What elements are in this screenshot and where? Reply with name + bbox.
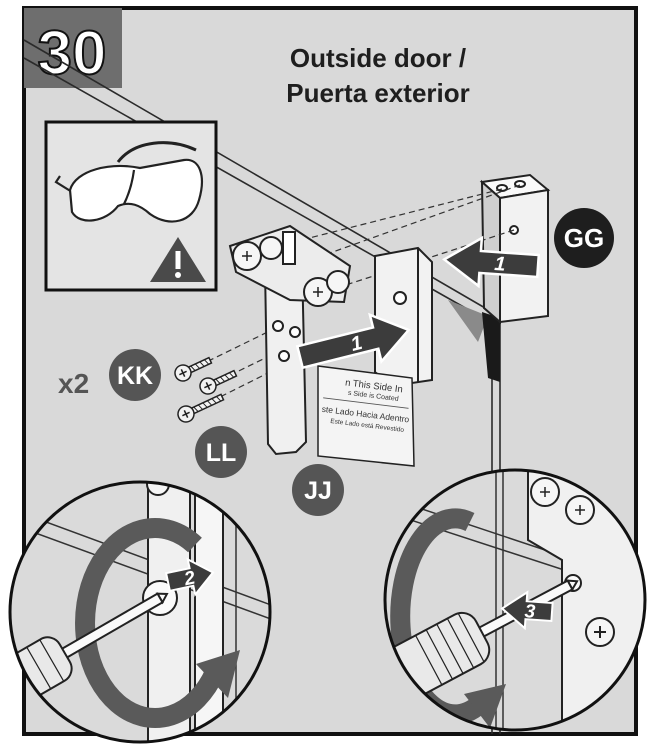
arrow-shape bbox=[500, 590, 554, 631]
screwdriver-grip bbox=[415, 612, 485, 686]
part-label-ll: LL bbox=[195, 426, 247, 478]
arrow-step-number: 2 bbox=[181, 567, 197, 590]
warning-dot bbox=[175, 272, 181, 278]
detail-circle-left-outline bbox=[8, 480, 272, 744]
hinge-hole bbox=[289, 326, 301, 338]
part-label-text: GG bbox=[564, 223, 604, 253]
warning-mark bbox=[175, 251, 181, 269]
title-line-2: Puerta exterior bbox=[286, 78, 470, 108]
warning-icon bbox=[150, 237, 206, 282]
screw-cross bbox=[179, 369, 187, 377]
bracket-arrow: 1 bbox=[441, 235, 541, 289]
sticker-divider bbox=[323, 397, 409, 409]
arrow-step-number: 1 bbox=[348, 332, 364, 356]
screw-cross bbox=[594, 626, 606, 638]
arrow-shape bbox=[164, 557, 215, 597]
glasses-lens-divider bbox=[123, 169, 136, 205]
arrow-shape bbox=[295, 312, 411, 370]
hinge-hole bbox=[272, 320, 284, 332]
hinge-post bbox=[282, 231, 296, 265]
hinge-hole bbox=[278, 350, 290, 362]
rotate-arrowhead bbox=[464, 684, 506, 728]
tighten-arrow-right: 3 bbox=[500, 590, 554, 631]
screw-cross bbox=[204, 382, 212, 390]
glass-edge-shadow bbox=[448, 300, 488, 342]
glasses-lens bbox=[68, 158, 203, 223]
glass-top-edge bbox=[10, 504, 270, 613]
part-label-text: LL bbox=[206, 439, 237, 467]
safety-notice bbox=[44, 120, 218, 292]
part-label-circle bbox=[195, 426, 247, 478]
glass-edge-strip bbox=[482, 312, 500, 382]
part-label-text: JJ bbox=[304, 477, 332, 505]
screw bbox=[177, 393, 225, 423]
part-label-circle bbox=[109, 349, 161, 401]
arrow-step-number: 1 bbox=[494, 253, 507, 276]
bracket-gg bbox=[479, 173, 551, 325]
title-line-1: Outside door / bbox=[290, 43, 466, 73]
screw-thread bbox=[190, 359, 210, 371]
part-label-circle bbox=[554, 208, 614, 268]
hinge-knob-cross bbox=[540, 487, 585, 515]
sticker-label bbox=[317, 365, 415, 467]
glasses-temple-arm bbox=[116, 141, 197, 163]
hinge-knob bbox=[259, 236, 283, 260]
screw-cross bbox=[182, 410, 190, 418]
screw-quantity: x2 bbox=[58, 368, 89, 399]
arrow-shape bbox=[441, 235, 541, 289]
detail-circle-left: 2 bbox=[10, 482, 270, 742]
coating-sticker: n This Side In s Side is Coated ste Lado… bbox=[317, 365, 415, 467]
part-label-kk: KK bbox=[109, 349, 161, 401]
arrow-step-number: 3 bbox=[524, 601, 536, 623]
screw-thread bbox=[193, 396, 222, 412]
detail-circle-right-outline bbox=[383, 468, 647, 732]
alignment-line bbox=[193, 361, 291, 411]
part-label-jj: JJ bbox=[292, 464, 344, 516]
screw bbox=[174, 356, 213, 382]
part-label-text: KK bbox=[117, 362, 153, 390]
part-label-circle bbox=[292, 464, 344, 516]
hinge-front-plate bbox=[374, 246, 433, 388]
rotate-arrowhead bbox=[196, 650, 240, 698]
glass-top-edge-inner bbox=[10, 519, 270, 627]
hinge-front-hole bbox=[393, 291, 407, 305]
hinge-arrow: 1 bbox=[295, 312, 411, 370]
tighten-arrow-left: 2 bbox=[164, 557, 215, 597]
safety-glasses-icon bbox=[54, 141, 203, 223]
screw bbox=[199, 369, 238, 395]
part-label-gg: GG bbox=[554, 208, 614, 268]
step-badge-box bbox=[24, 8, 122, 88]
glasses-temple-arm-left bbox=[54, 175, 73, 193]
hinge-knob-cross bbox=[242, 251, 323, 297]
hinge-knob bbox=[326, 270, 350, 294]
screw-thread bbox=[215, 372, 235, 384]
